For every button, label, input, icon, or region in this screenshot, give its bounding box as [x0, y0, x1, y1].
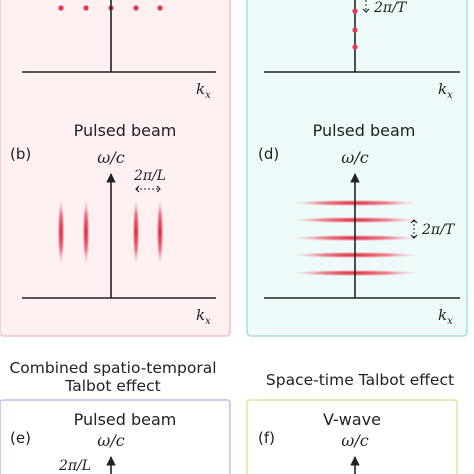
panel-e-letter: (e) [10, 429, 31, 447]
panel-d-title: Pulsed beam [313, 121, 416, 140]
panel-f-yaxis-label: ω/c [341, 431, 368, 450]
panel-e-caption-line2: Talbot effect [64, 377, 160, 395]
panel-a-kx-label: kx [196, 80, 211, 101]
panel-f-caption: Space-time Talbot effect [266, 371, 454, 389]
panel-f-frame [246, 399, 458, 474]
panel-b-frame [0, 0, 231, 337]
panel-left: kx Pulsed beam (b) ω/c kx 2π/L [0, 0, 231, 337]
panel-c-period-label: 2π/T [373, 0, 408, 16]
panel-c-dots [352, 8, 358, 50]
panel-f-title: V-wave [323, 410, 381, 429]
panel-b-period-label: 2π/L [133, 168, 166, 184]
panel-d-frame [246, 0, 468, 337]
panel-e-frame [0, 399, 231, 474]
panel-f-letter: (f) [258, 429, 275, 447]
panel-b-title: Pulsed beam [74, 121, 177, 140]
panel-b-kx-label: kx [196, 306, 211, 327]
panel-b-yaxis-label: ω/c [97, 148, 124, 167]
panel-e-title: Pulsed beam [74, 410, 177, 429]
panel-e-period-label: 2π/L [58, 458, 91, 474]
panel-b-beams [57, 199, 164, 265]
panel-b-letter: (b) [10, 145, 31, 163]
panel-d-kx-label: kx [438, 306, 453, 327]
panel-d-period-label: 2π/T [421, 222, 456, 238]
panel-right: 2π/T kx Pulsed beam (d) ω/c 2π/T kx [246, 0, 468, 337]
panel-d-letter: (d) [258, 145, 279, 163]
panel-c-kx-label: kx [438, 80, 453, 101]
panel-d-yaxis-label: ω/c [341, 148, 368, 167]
panel-e-yaxis-label: ω/c [97, 431, 124, 450]
panel-e: Pulsed beam (e) ω/c 2π/L [0, 399, 231, 474]
panel-a-dots [58, 5, 163, 11]
panel-f: V-wave (f) ω/c [246, 399, 458, 474]
panel-e-caption-line1: Combined spatio-temporal [9, 359, 216, 377]
